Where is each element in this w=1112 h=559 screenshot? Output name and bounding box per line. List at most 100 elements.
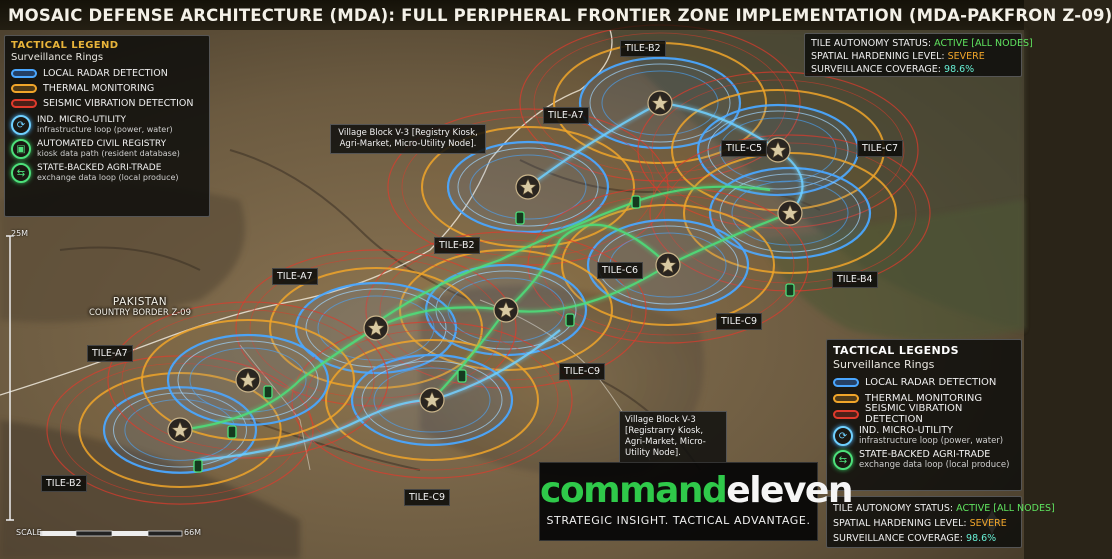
legend-loop-registry: ▣ AUTOMATED CIVIL REGISTRY kiosk data pa…	[11, 139, 203, 159]
radar-ring-swatch-icon	[11, 69, 37, 78]
radar-ring	[317, 295, 435, 361]
seismic-ring	[107, 301, 389, 459]
country-label: PAKISTAN COUNTRY BORDER Z-09	[70, 296, 210, 318]
brand-tagline: STRATEGIC INSIGHT. TACTICAL ADVANTAGE.	[546, 514, 811, 527]
kiosk-icon	[785, 283, 795, 297]
legend-ring-seismic: SEISMIC VIBRATION DETECTION	[833, 403, 1015, 425]
tile-label[interactable]: TILE-C5	[721, 140, 768, 157]
kiosk-icon	[227, 425, 237, 439]
legend-ring-label: SEISMIC VIBRATION DETECTION	[43, 98, 194, 109]
tile-label[interactable]: TILE-A7	[272, 268, 318, 285]
seismic-ring	[59, 363, 301, 497]
legend-ring-label: LOCAL RADAR DETECTION	[43, 68, 168, 79]
kiosk-icon	[631, 195, 641, 209]
seismic-ring	[651, 79, 905, 221]
tile-label[interactable]: TILE-B2	[434, 237, 480, 254]
sentinel-node-icon[interactable]	[419, 387, 445, 413]
sentinel-node-icon[interactable]	[515, 174, 541, 200]
legend-loop-main: AUTOMATED CIVIL REGISTRY	[37, 139, 167, 149]
legend-subheading: Surveillance Rings	[833, 358, 935, 371]
radar-ring	[177, 340, 319, 420]
tile-label[interactable]: TILE-B2	[620, 40, 666, 57]
seismic-ring	[249, 257, 503, 399]
utility-loop-icon: ⟳	[833, 426, 853, 446]
legend-ring-thermal: THERMAL MONITORING	[11, 81, 203, 96]
tactical-legend-bottom-right: TACTICAL LEGENDS Surveillance Rings LOCA…	[826, 339, 1022, 491]
data-loop-path	[199, 329, 561, 462]
legend-ring-radar: LOCAL RADAR DETECTION	[11, 66, 203, 81]
coverage-value: 98.6%	[966, 533, 997, 544]
data-loop-path	[431, 223, 669, 401]
tile-label[interactable]: TILE-C9	[404, 489, 451, 506]
sentinel-node-icon[interactable]	[655, 252, 681, 278]
kiosk-icon	[457, 369, 467, 383]
seismic-ring	[637, 71, 919, 229]
tile-nodes	[167, 90, 803, 443]
legend-loop-main: STATE-BACKED AGRI-TRADE	[37, 163, 162, 173]
radar-ring	[457, 147, 599, 227]
brand-logo: commandeleven STRATEGIC INSIGHT. TACTICA…	[539, 462, 853, 541]
radar-ring	[189, 347, 307, 413]
data-loop-path	[379, 185, 771, 321]
hardening-status: SPATIAL HARDENING LEVEL: SEVERE	[811, 51, 985, 62]
kiosk-icon	[565, 313, 575, 327]
coverage-value: 98.6%	[944, 64, 975, 75]
legend-loop-main: STATE-BACKED AGRI-TRADE	[859, 449, 991, 460]
seismic-ring	[541, 194, 795, 336]
legend-loop-sub: infrastructure loop (power, water)	[859, 436, 1004, 446]
kiosk-icon	[193, 459, 203, 473]
sentinel-node-icon[interactable]	[493, 297, 519, 323]
radar-ring	[113, 392, 247, 468]
thermal-ring-swatch-icon	[833, 393, 859, 403]
tile-label[interactable]: TILE-B4	[832, 271, 878, 288]
tile-label[interactable]: TILE-C7	[857, 140, 904, 157]
village-callout-south: Village Block V-3 [Registrarry Kiosk, Ag…	[619, 411, 727, 463]
tile-label[interactable]: TILE-C9	[559, 363, 606, 380]
sentinel-node-icon[interactable]	[765, 137, 791, 163]
radar-ring	[469, 154, 587, 220]
thermal-ring-swatch-icon	[11, 84, 37, 93]
radar-ring	[447, 277, 565, 343]
seismic-ring	[379, 239, 633, 381]
kiosk-icon	[263, 385, 273, 399]
autonomy-status: TILE AUTONOMY STATUS: ACTIVE [ALL NODES]	[811, 38, 1033, 49]
sentinel-node-icon[interactable]	[647, 90, 673, 116]
autonomy-status: TILE AUTONOMY STATUS: ACTIVE [ALL NODES]	[833, 503, 1055, 514]
legend-loop-sub: infrastructure loop (power, water)	[37, 125, 173, 134]
status-panel-top-right: TILE AUTONOMY STATUS: ACTIVE [ALL NODES]…	[804, 33, 1033, 77]
legend-heading: TACTICAL LEGENDS	[833, 344, 959, 357]
seismic-ring	[291, 321, 573, 479]
seismic-ring	[533, 32, 787, 174]
coverage-status: SURVEILLANCE COVERAGE: 98.6%	[833, 533, 997, 544]
sentinel-node-icon[interactable]	[777, 200, 803, 226]
brand-name: commandeleven	[540, 470, 853, 511]
tile-label[interactable]: TILE-B2	[41, 475, 87, 492]
page-title: MOSAIC DEFENSE ARCHITECTURE (MDA): FULL …	[0, 0, 1112, 30]
agri-trade-icon: ⇆	[833, 450, 853, 470]
legend-loop-utility: ⟳ IND. MICRO-UTILITY infrastructure loop…	[833, 426, 1015, 446]
legend-loop-sub: exchange data loop (local produce)	[37, 173, 179, 182]
sentinel-node-icon[interactable]	[363, 315, 389, 341]
tile-label[interactable]: TILE-A7	[87, 345, 133, 362]
data-loops	[179, 101, 804, 473]
legend-loop-main: IND. MICRO-UTILITY	[859, 425, 953, 436]
sentinel-node-icon[interactable]	[167, 417, 193, 443]
data-loop-path	[527, 101, 804, 214]
village-callout-north: Village Block V-3 [Registry Kiosk, Agri-…	[330, 124, 486, 154]
scale-bottom-label: SCALE	[16, 528, 42, 537]
legend-subheading: Surveillance Rings	[11, 52, 104, 63]
data-loop-path	[179, 211, 791, 432]
seismic-ring-swatch-icon	[11, 99, 37, 108]
coverage-status: SURVEILLANCE COVERAGE: 98.6%	[811, 64, 975, 75]
tile-label[interactable]: TILE-A7	[543, 107, 589, 124]
country-border-label: COUNTRY BORDER Z-09	[88, 308, 191, 318]
agri-trade-icon: ⇆	[11, 163, 31, 183]
legend-ring-label: LOCAL RADAR DETECTION	[865, 376, 997, 388]
status-panel-bottom-right: TILE AUTONOMY STATUS: ACTIVE [ALL NODES]…	[826, 496, 1055, 548]
tile-label[interactable]: TILE-C9	[716, 313, 763, 330]
tile-label[interactable]: TILE-C6	[597, 262, 644, 279]
scale-bar-bottom	[40, 530, 183, 537]
registry-kiosk-icon: ▣	[11, 139, 31, 159]
sentinel-node-icon[interactable]	[235, 367, 261, 393]
legend-ring-thermal: THERMAL MONITORING	[833, 390, 1015, 406]
